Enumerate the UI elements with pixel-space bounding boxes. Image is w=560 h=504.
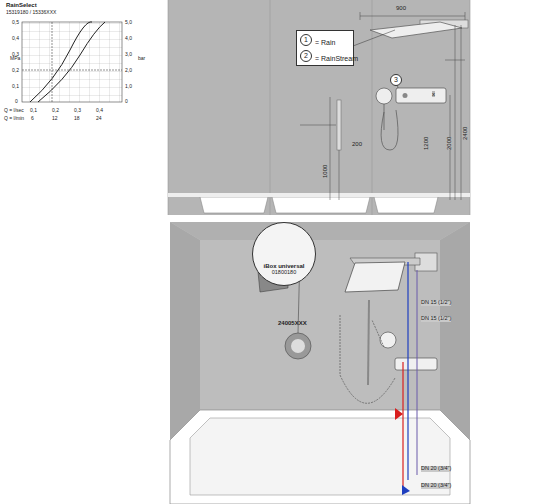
pipe-size: DN 20 (3/4")	[421, 483, 451, 489]
axis-label: Q = l/sec	[4, 108, 24, 113]
axis-label: 0	[15, 99, 18, 104]
axis-label: 0,2	[12, 68, 19, 73]
callout-circle: iBox universal01800180	[252, 222, 316, 286]
axis-label: 0,1	[12, 84, 19, 89]
axis-label: 0,5	[12, 20, 19, 25]
axis-label: 15319180 / 15336XXX	[6, 10, 56, 15]
dimension-label: 1200	[423, 137, 429, 150]
axis-label: 4,0	[125, 36, 132, 41]
axis-label: 0,2	[52, 108, 59, 113]
axis-label: 5,0	[125, 20, 132, 25]
axis-label: 24	[96, 116, 102, 121]
axis-label: 0,3	[74, 108, 81, 113]
axis-label: 6	[31, 116, 34, 121]
dimension-label: 1000	[322, 165, 328, 178]
callout-number: iBox universal	[263, 263, 304, 270]
axis-label: 0	[125, 99, 128, 104]
axis-label: MPa	[10, 56, 20, 61]
room-perspective	[170, 222, 470, 504]
axis-label: 0,4	[12, 36, 19, 41]
legend-box: = Rain= RainStream 1 2	[296, 30, 354, 66]
callout-circle: 3	[390, 74, 402, 86]
dimension-label: x	[432, 91, 435, 97]
axis-label: 0,4	[96, 108, 103, 113]
flow-chart	[22, 22, 122, 102]
elevation-view	[168, 0, 470, 215]
axis-label: 18	[74, 116, 80, 121]
legend-text: = Rain	[315, 35, 349, 51]
callout-number: 3	[394, 76, 398, 84]
axis-label: 3,0	[125, 52, 132, 57]
callout-number: 2	[304, 52, 308, 60]
pipe-size: DN 15 (1/2")	[421, 300, 451, 306]
dimension-label: 200	[352, 141, 362, 147]
callout-circle: 2	[300, 50, 312, 62]
axis-label: 0,1	[30, 108, 37, 113]
callout-circle: 1	[300, 34, 312, 46]
legend-text: = RainStream	[315, 51, 349, 67]
axis-label: 1,0	[125, 84, 132, 89]
axis-label: RainSelect	[6, 2, 37, 8]
dimension-label: 2000	[446, 137, 452, 150]
pipe-size: DN 20 (3/4")	[421, 466, 451, 472]
axis-label: 12	[52, 116, 58, 121]
axis-label: Q = l/min	[4, 116, 24, 121]
callout-number: 1	[304, 36, 308, 44]
axis-label: bar	[138, 56, 145, 61]
pipe-size: DN 15 (1/2")	[421, 316, 451, 322]
callout-number: 01800180	[272, 269, 296, 275]
axis-label: 2,0	[125, 68, 132, 73]
dimension-label: 24005XXX	[278, 320, 307, 326]
dimension-label: 2400	[462, 127, 468, 140]
dimension-label: 900	[396, 5, 406, 11]
